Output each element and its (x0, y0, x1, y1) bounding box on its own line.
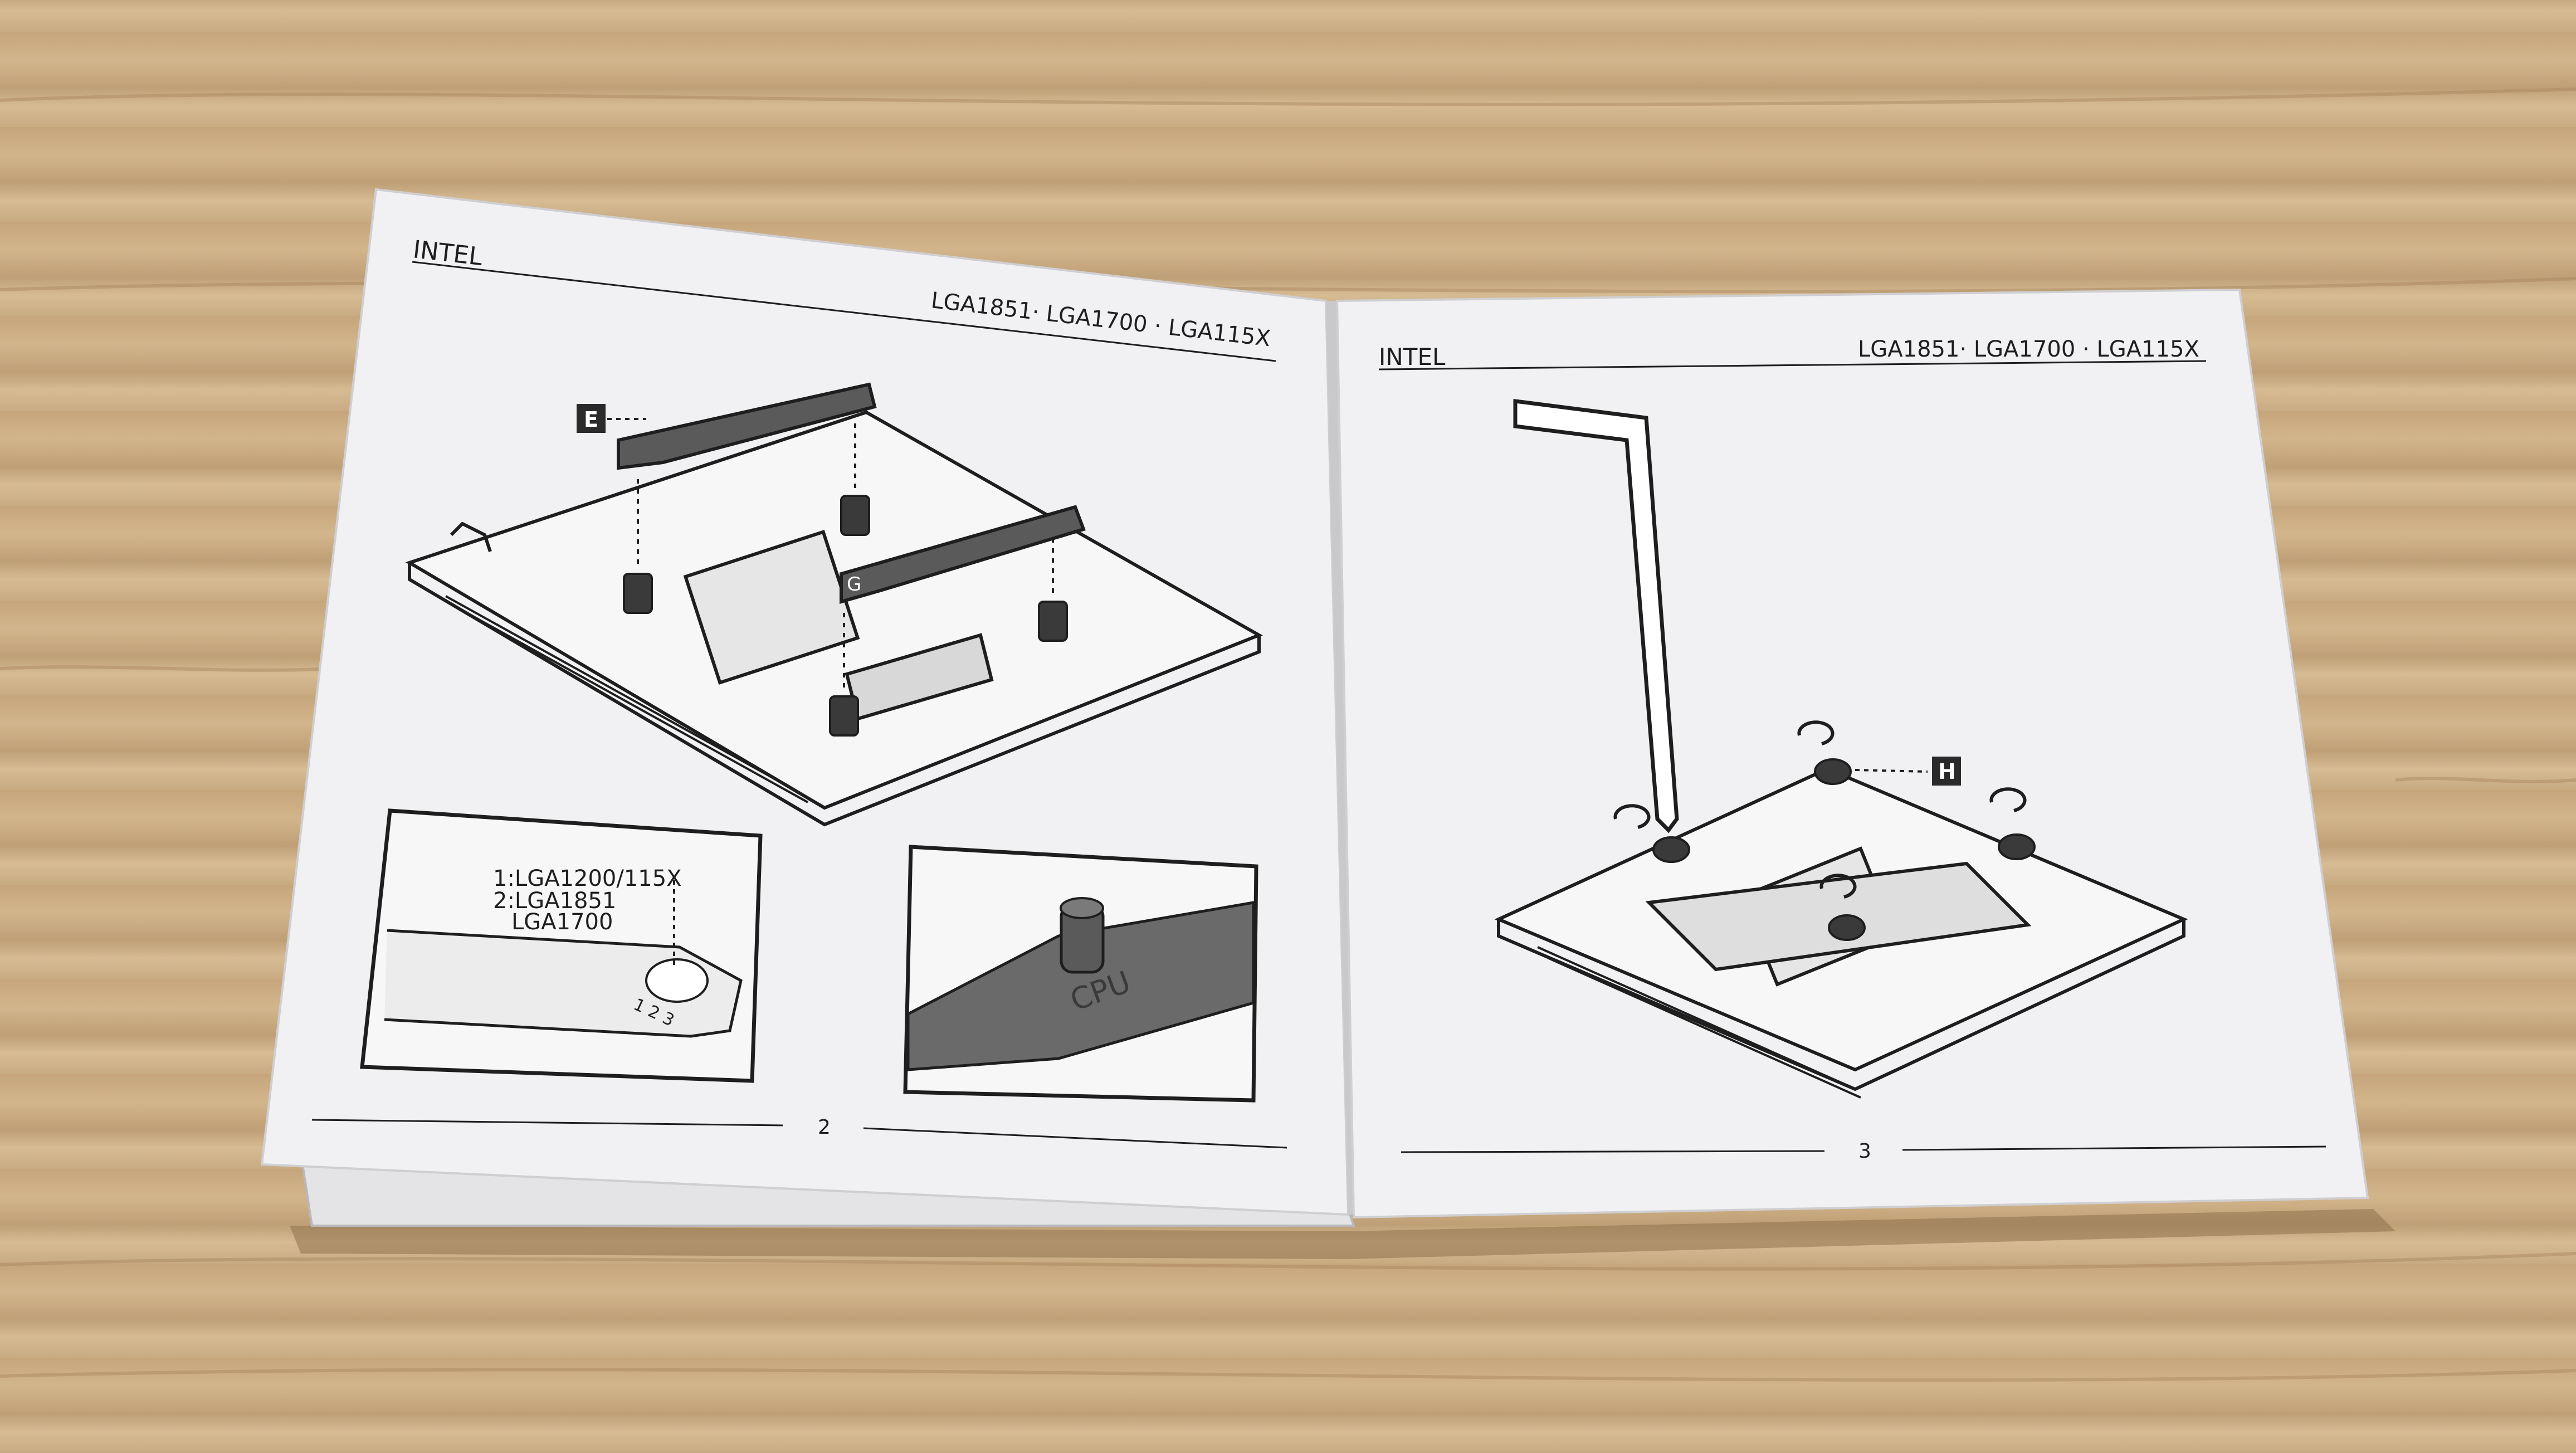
part-label-g: G (847, 573, 861, 596)
motherboard-illustration-left (405, 410, 1263, 827)
wood-grain (0, 87, 2576, 1382)
allen-key-tool (1513, 399, 1679, 833)
thumbscrews (1652, 758, 2036, 941)
left-page-number: 2 (818, 1116, 831, 1139)
rotation-arrows (1613, 720, 2027, 899)
inset-cpu-engraving: CPU (903, 845, 1258, 1103)
booklet-shadow (290, 1209, 2396, 1259)
part-label-h: H (1938, 759, 1956, 784)
inset-slot-label-2: 2:LGA1851 (493, 888, 616, 914)
inset-slot-label-3: LGA1700 (511, 909, 613, 935)
mounting-bracket-e (617, 382, 877, 470)
part-label-h-box (1932, 757, 1961, 786)
right-page-number: 3 (1858, 1140, 1871, 1163)
standoff-posts-left (623, 495, 1068, 737)
right-brand-label: INTEL (1379, 343, 1446, 370)
inset-slot-label-1: 1:LGA1200/115X (493, 866, 682, 891)
part-label-e-box (577, 404, 606, 433)
left-page: INTEL LGA1851· LGA1700 · LGA115X (260, 188, 1350, 1216)
mounting-bracket-g (840, 505, 1086, 604)
right-socket-list: LGA1851· LGA1700 · LGA115X (1858, 337, 2199, 362)
inset-bracket-slots: 1:LGA1200/115X 2:LGA1851 LGA1700 1 2 3 (360, 808, 763, 1083)
right-page: INTEL LGA1851· LGA1700 · LGA115X (1335, 288, 2369, 1219)
part-label-e: E (584, 407, 598, 432)
